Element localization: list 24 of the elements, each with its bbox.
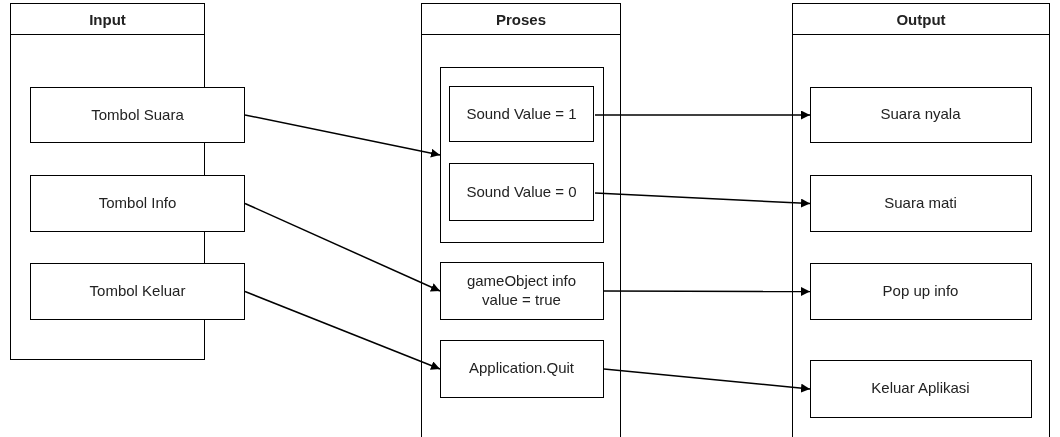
- arrow: [244, 290, 441, 370]
- arrow: [244, 114, 441, 158]
- arrow: [603, 368, 811, 393]
- process-box: Sound Value = 0: [449, 163, 594, 221]
- group-box: [439, 66, 604, 243]
- process-box: Suara mati: [809, 174, 1032, 232]
- process-box: Sound Value = 1: [449, 86, 594, 142]
- column-panel: [792, 3, 1050, 437]
- arrow: [603, 287, 811, 296]
- arrow: [594, 192, 811, 208]
- process-box: gameObject info value = true: [439, 261, 604, 320]
- column-heading: Proses: [422, 4, 620, 35]
- process-box: Keluar Aplikasi: [809, 359, 1032, 418]
- arrow: [244, 202, 441, 292]
- process-box: Application.Quit: [439, 339, 604, 398]
- column-heading: Input: [11, 4, 204, 35]
- process-box: Tombol Suara: [30, 87, 245, 143]
- process-box: Tombol Keluar: [30, 263, 245, 320]
- column-heading: Output: [793, 4, 1049, 35]
- arrow: [594, 110, 811, 120]
- column-panel: [421, 3, 621, 437]
- process-box: Pop up info: [809, 262, 1032, 320]
- process-box: Tombol Info: [30, 175, 245, 232]
- process-box: Suara nyala: [809, 86, 1032, 143]
